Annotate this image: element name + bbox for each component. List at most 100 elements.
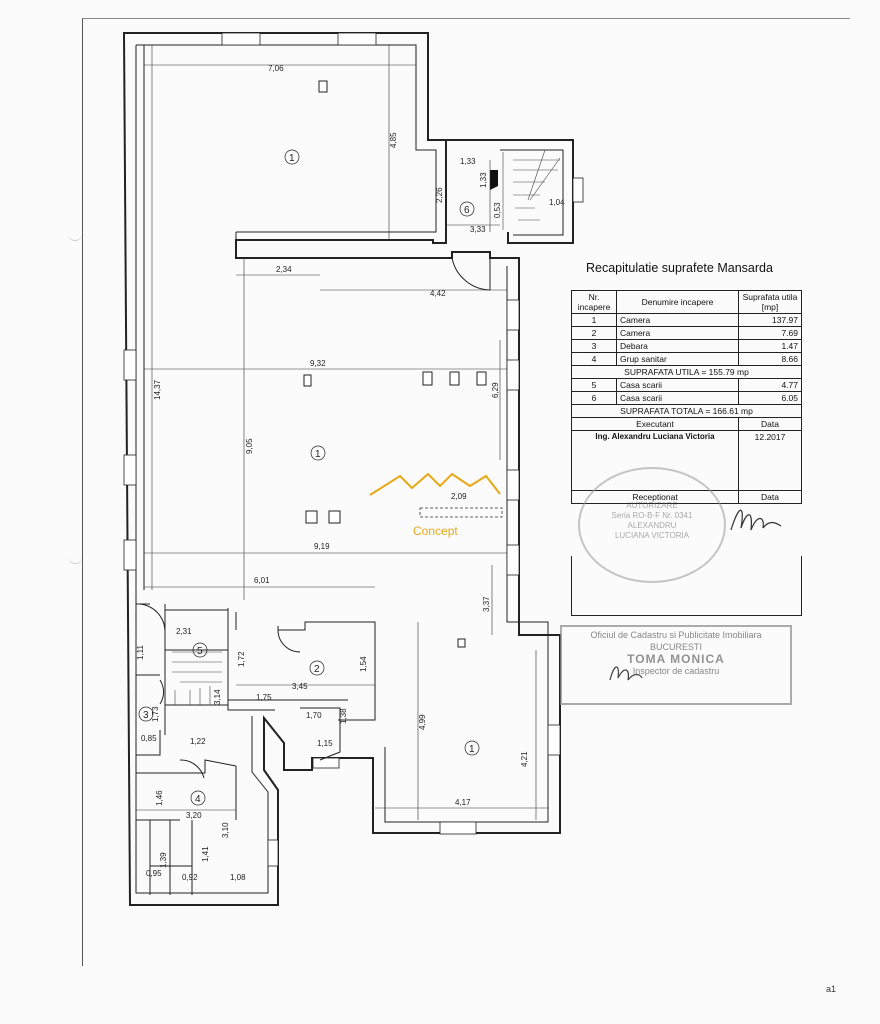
data-label-2: Data	[738, 490, 802, 504]
dim-label: 3,45	[292, 682, 308, 691]
stamp-office-city: BUCURESTI	[649, 642, 702, 652]
dim-label: 1,75	[256, 693, 272, 702]
table-row: 3 Debara 1.47	[571, 339, 802, 353]
table-row: 4 Grup sanitar 8.66	[571, 352, 802, 366]
room-label: 1	[315, 449, 321, 460]
dim-label: 7,06	[268, 64, 284, 73]
stamp-line: ALEXANDRU	[627, 521, 677, 530]
cell-area: 7.69	[738, 326, 802, 340]
dim-label: 1,33	[479, 172, 488, 188]
table-header-row: Nr. incapere Denumire incapere Suprafata…	[571, 290, 802, 314]
dim-label: 3,20	[186, 811, 202, 820]
dim-label: 2,09	[451, 492, 467, 501]
dim-label: 1,15	[317, 739, 333, 748]
executant-label: Executant	[571, 417, 739, 431]
dim-label: 1,04	[549, 198, 565, 207]
drawing-sheet	[82, 18, 850, 966]
stamp-office-name: Oficiul de Cadastru si Publicitate Imobi…	[590, 630, 762, 640]
dim-label: 4,42	[430, 289, 446, 298]
room-label: 2	[314, 664, 320, 675]
dim-label: 3,37	[482, 596, 491, 612]
cell-nr: 3	[571, 339, 617, 353]
dim-label: 2,26	[435, 187, 444, 203]
cell-area: 6.05	[738, 391, 802, 405]
cell-name: Debara	[616, 339, 739, 353]
recap-title: Recapitulatie suprafete Mansarda	[586, 261, 773, 275]
dim-label: 1,33	[460, 157, 476, 166]
dim-label: 9,19	[314, 542, 330, 551]
stamp-inspector-name: TOMA MONICA	[627, 652, 725, 666]
punch-hole-mark	[68, 555, 82, 564]
dim-label: 1,46	[155, 790, 164, 806]
total-cell: SUPRAFATA TOTALA = 166.61 mp	[571, 404, 802, 418]
dim-label: 1,41	[201, 846, 210, 862]
table-row: 1 Camera 137.97	[571, 313, 802, 327]
stamp-line: AUTORIZARE	[626, 501, 678, 510]
room-numbers	[138, 149, 480, 806]
dim-label: 1,54	[359, 656, 368, 672]
dim-label: 1,11	[136, 644, 145, 660]
stamp-line: Seria RO-B-F Nr. 0341	[611, 511, 693, 520]
cell-area: 8.66	[738, 352, 802, 366]
dim-label: 6,29	[491, 382, 500, 398]
page-mark: a1	[826, 984, 837, 994]
executant-header-row: Executant Data	[571, 417, 802, 431]
dim-label: 1,22	[190, 737, 206, 746]
room-label: 4	[195, 794, 201, 805]
room-label: 1	[469, 744, 475, 755]
table-row: 2 Camera 7.69	[571, 326, 802, 340]
dim-label: 4,17	[455, 798, 471, 807]
cell-area: 1.47	[738, 339, 802, 353]
dim-label: 0,85	[141, 734, 157, 743]
dim-label: 4,21	[520, 751, 529, 767]
windows	[123, 32, 584, 867]
cell-nr: 2	[571, 326, 617, 340]
punch-hole-mark	[68, 232, 82, 241]
dim-label: 1,08	[230, 873, 246, 882]
subtotal-cell: SUPRAFATA UTILA = 155.79 mp	[571, 365, 802, 379]
data-label: Data	[738, 417, 802, 431]
dim-label: 14,37	[153, 379, 162, 400]
dim-label: 6,01	[254, 576, 270, 585]
table-row: 5 Casa scarii 4.77	[571, 378, 802, 392]
dim-label: 2,31	[176, 627, 192, 636]
outer-walls	[122, 32, 574, 906]
dim-label: 3,33	[470, 225, 486, 234]
stamp-line: LUCIANA VICTORIA	[614, 531, 690, 540]
cell-nr: 5	[571, 378, 617, 392]
dim-label: 1,73	[151, 706, 160, 722]
dim-label: 0,53	[493, 202, 502, 218]
reception-signature-area	[571, 556, 802, 616]
pillars	[303, 80, 487, 648]
room-label: 3	[143, 710, 149, 721]
cell-name: Casa scarii	[616, 391, 739, 405]
cell-name: Grup sanitar	[616, 352, 739, 366]
stamp-inspector-role: Inspector de cadastru	[632, 666, 720, 676]
dim-label: 4,99	[418, 714, 427, 730]
dimension-labels: 7,06 4,85 1,33 2,26 1,33 0,53 1,04 3,33 …	[136, 64, 565, 882]
room-label: 6	[464, 205, 470, 216]
dim-label: 0,95	[146, 869, 162, 878]
logo-text: Concept	[413, 524, 458, 538]
interior-walls	[136, 232, 376, 895]
cell-area: 4.77	[738, 378, 802, 392]
dimension-lines	[136, 45, 548, 820]
col-header-area: Suprafata utila [mp]	[738, 290, 802, 314]
concept-logo: Concept	[369, 472, 503, 538]
dim-label: 4,85	[389, 132, 398, 148]
inspector-signature	[609, 666, 643, 681]
col-header-nr: Nr. incapere	[571, 290, 617, 314]
cell-nr: 6	[571, 391, 617, 405]
signature	[730, 509, 782, 531]
cell-nr: 1	[571, 313, 617, 327]
table-row: 6 Casa scarii 6.05	[571, 391, 802, 405]
room-label: 1	[289, 153, 295, 164]
dim-label: 2,34	[276, 265, 292, 274]
recap-table: Nr. incapere Denumire incapere Suprafata…	[571, 290, 802, 504]
subtotal-row: SUPRAFATA UTILA = 155.79 mp	[571, 365, 802, 379]
dim-label: 3,10	[221, 822, 230, 838]
total-row: SUPRAFATA TOTALA = 166.61 mp	[571, 404, 802, 418]
dim-label: 1,70	[306, 711, 322, 720]
room-number-labels: 1 1 1 2 3 4 5 6	[143, 153, 475, 805]
